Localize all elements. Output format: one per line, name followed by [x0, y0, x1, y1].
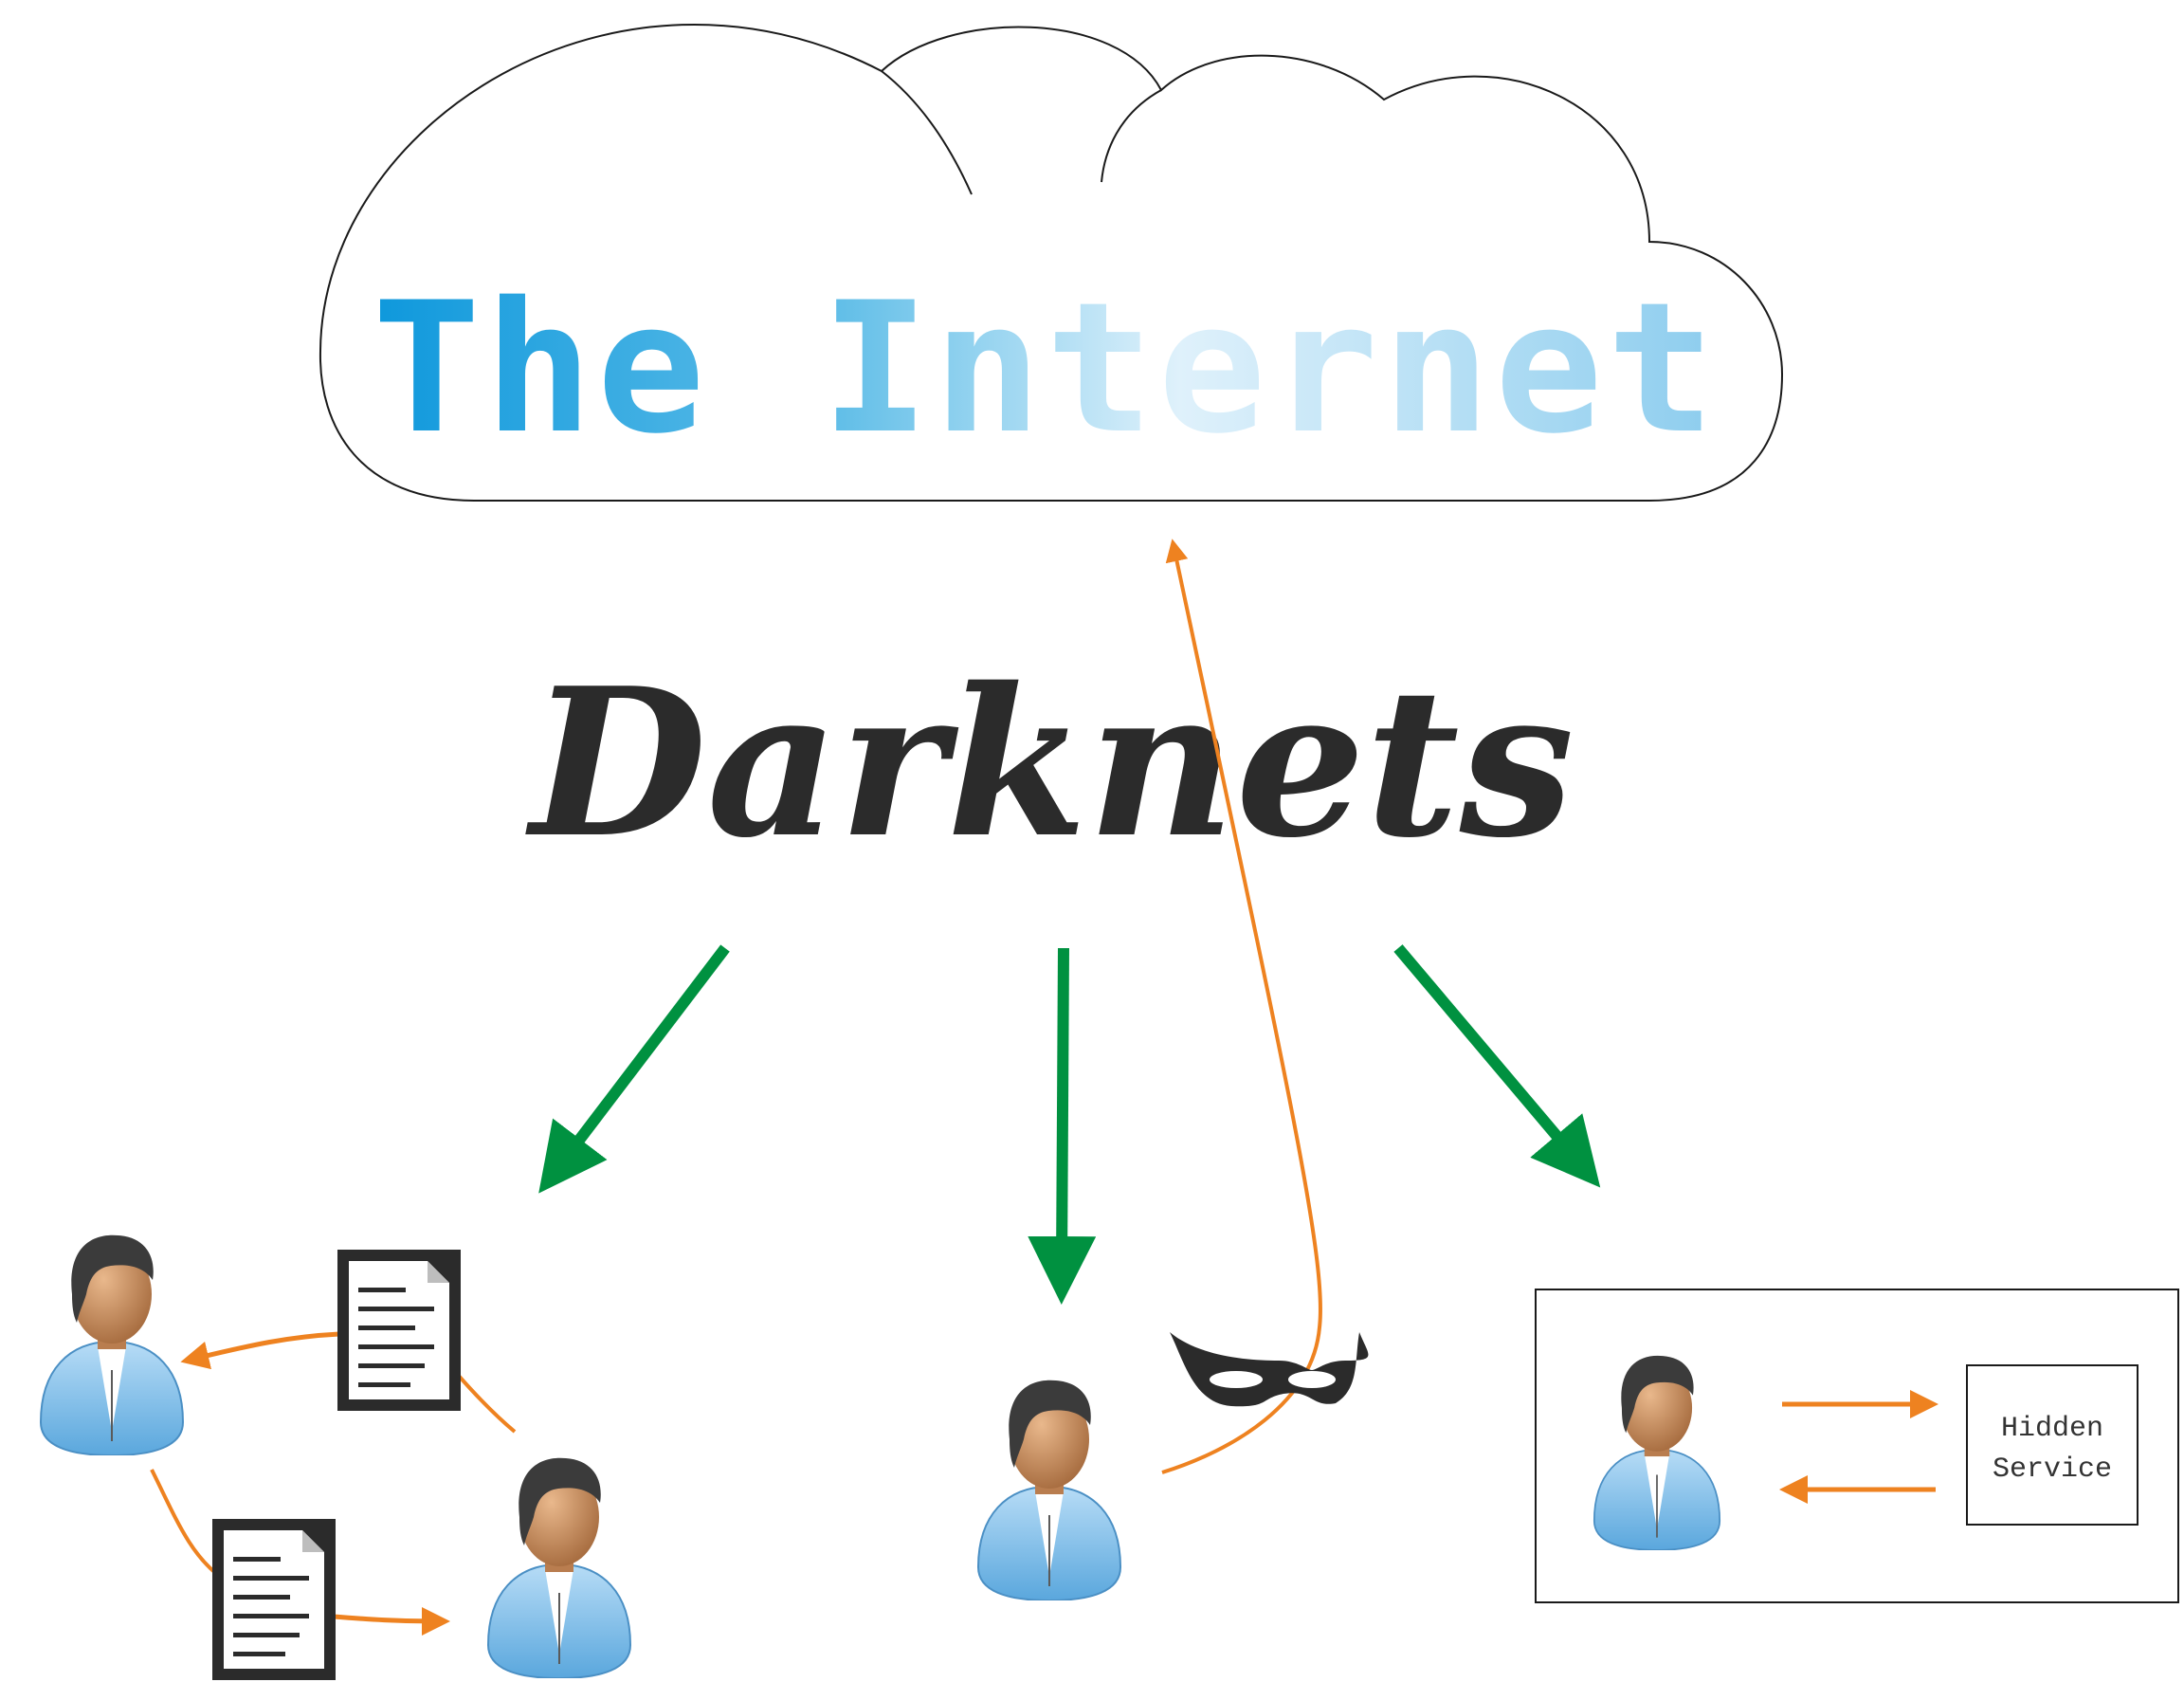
hidden-service-box [1966, 1364, 2138, 1526]
p2p-link-4 [333, 1606, 450, 1636]
person-icon [977, 1379, 1121, 1600]
hidden-service-label-line1: Hidden [2001, 1413, 2103, 1445]
mask-icon [1170, 1332, 1369, 1407]
diagram-title: Darknets [524, 643, 1574, 883]
p2p-link-3 [150, 1469, 225, 1581]
cloud-label: The Internet [373, 264, 1720, 473]
p2p-link-2 [456, 1373, 517, 1434]
document-icon [212, 1519, 336, 1680]
person-icon [40, 1234, 184, 1455]
p2p-link-1 [180, 1331, 340, 1370]
arrow-to-hidden-services [1393, 944, 1601, 1188]
document-icon [337, 1250, 461, 1411]
hidden-service-label-line2: Service [1993, 1453, 2112, 1486]
arrow-to-p2p [538, 944, 730, 1194]
person-icon [487, 1456, 631, 1678]
cloud-icon [318, 24, 1784, 502]
anonymous-route-line [1161, 539, 1322, 1474]
arrow-to-anonymizer [1028, 947, 1097, 1305]
